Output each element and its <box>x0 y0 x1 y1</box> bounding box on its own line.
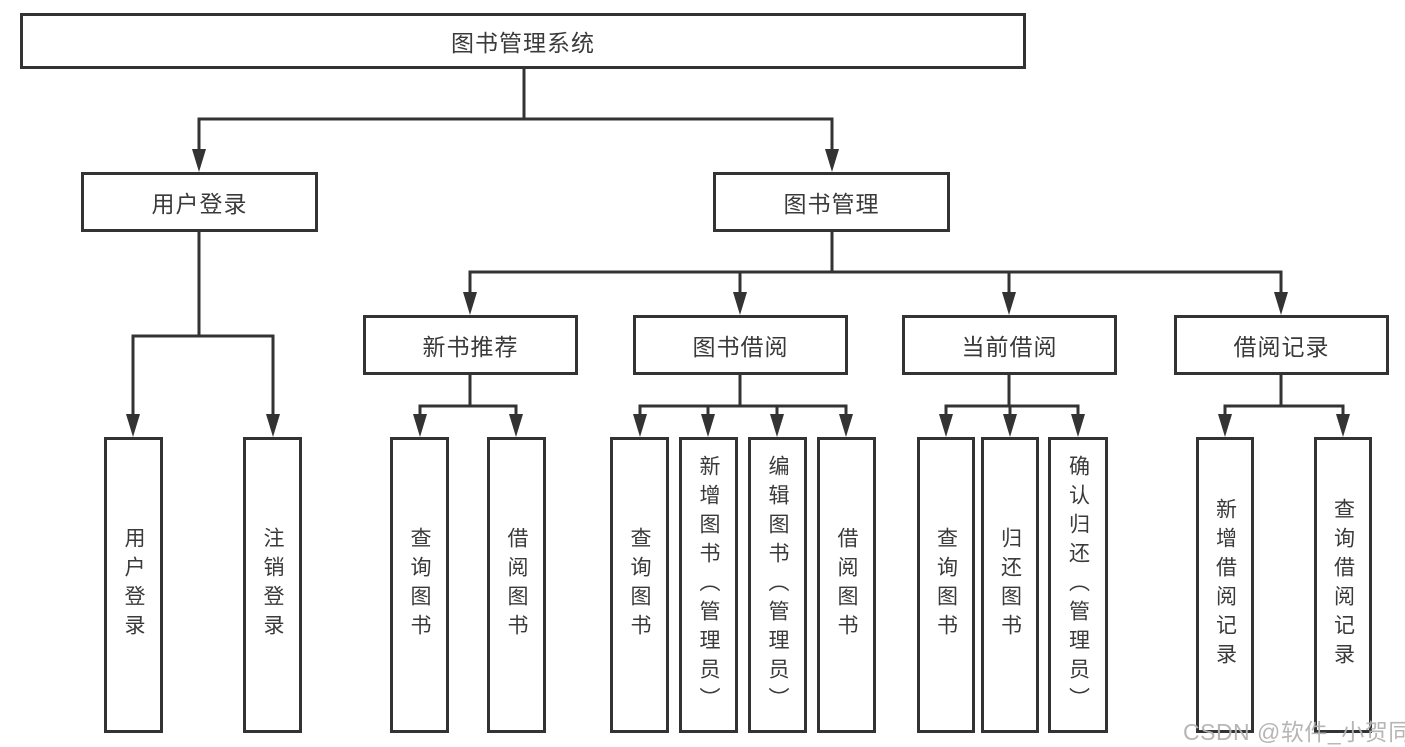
leaf-borrow-books-recommend: 借阅图书 <box>487 437 546 733</box>
leaf-user-login: 用户登录 <box>104 437 163 733</box>
node-label: 图书管理系统 <box>451 30 595 56</box>
node-label: 用户登录 <box>151 191 248 217</box>
node-borrowing-records: 借阅记录 <box>1174 315 1389 375</box>
leaf-add-borrow-record: 新增借阅记录 <box>1196 437 1254 733</box>
leaf-label: 新增借阅记录 <box>1213 498 1237 672</box>
leaf-add-books-admin: 新增图书（管理员） <box>679 437 738 733</box>
leaf-label: 查询图书 <box>934 527 958 643</box>
leaf-label: 查询借阅记录 <box>1331 498 1355 672</box>
leaf-query-borrow-record: 查询借阅记录 <box>1314 437 1372 733</box>
leaf-label: 用户登录 <box>122 527 145 643</box>
leaf-borrow-books: 借阅图书 <box>817 437 876 733</box>
leaf-label: 确认归还（管理员） <box>1066 454 1090 716</box>
node-label: 图书管理 <box>783 191 880 217</box>
node-label: 当前借阅 <box>961 334 1058 360</box>
leaf-return-books: 归还图书 <box>981 437 1039 733</box>
leaf-label: 归还图书 <box>998 527 1022 643</box>
leaf-edit-books-admin: 编辑图书（管理员） <box>748 437 807 733</box>
node-new-book-recommend: 新书推荐 <box>363 315 578 375</box>
node-library-management-system: 图书管理系统 <box>20 13 1026 69</box>
node-book-borrowing: 图书借阅 <box>633 315 848 375</box>
leaf-label: 借阅图书 <box>835 527 858 643</box>
node-label: 图书借阅 <box>692 334 789 360</box>
leaf-label: 注销登录 <box>261 527 284 643</box>
leaf-query-books-borrowing: 查询图书 <box>610 437 669 733</box>
arrowhead-icons <box>126 149 1350 437</box>
leaf-query-books-current: 查询图书 <box>917 437 975 733</box>
leaf-confirm-return-admin: 确认归还（管理员） <box>1048 437 1108 733</box>
connector-path <box>131 67 1345 423</box>
node-current-borrowing: 当前借阅 <box>902 315 1117 375</box>
node-label: 借阅记录 <box>1233 334 1330 360</box>
csdn-watermark: CSDN @软件_小贺同学 <box>1183 719 1405 745</box>
leaf-logout: 注销登录 <box>243 437 302 733</box>
leaf-label: 编辑图书（管理员） <box>766 454 789 716</box>
leaf-label: 查询图书 <box>628 527 651 643</box>
leaf-label: 借阅图书 <box>505 527 528 643</box>
node-book-management: 图书管理 <box>713 172 950 232</box>
node-user-login: 用户登录 <box>81 172 318 232</box>
node-label: 新书推荐 <box>422 334 519 360</box>
leaf-label: 查询图书 <box>408 527 431 643</box>
leaf-query-books-recommend: 查询图书 <box>390 437 449 733</box>
leaf-label: 新增图书（管理员） <box>697 454 720 716</box>
